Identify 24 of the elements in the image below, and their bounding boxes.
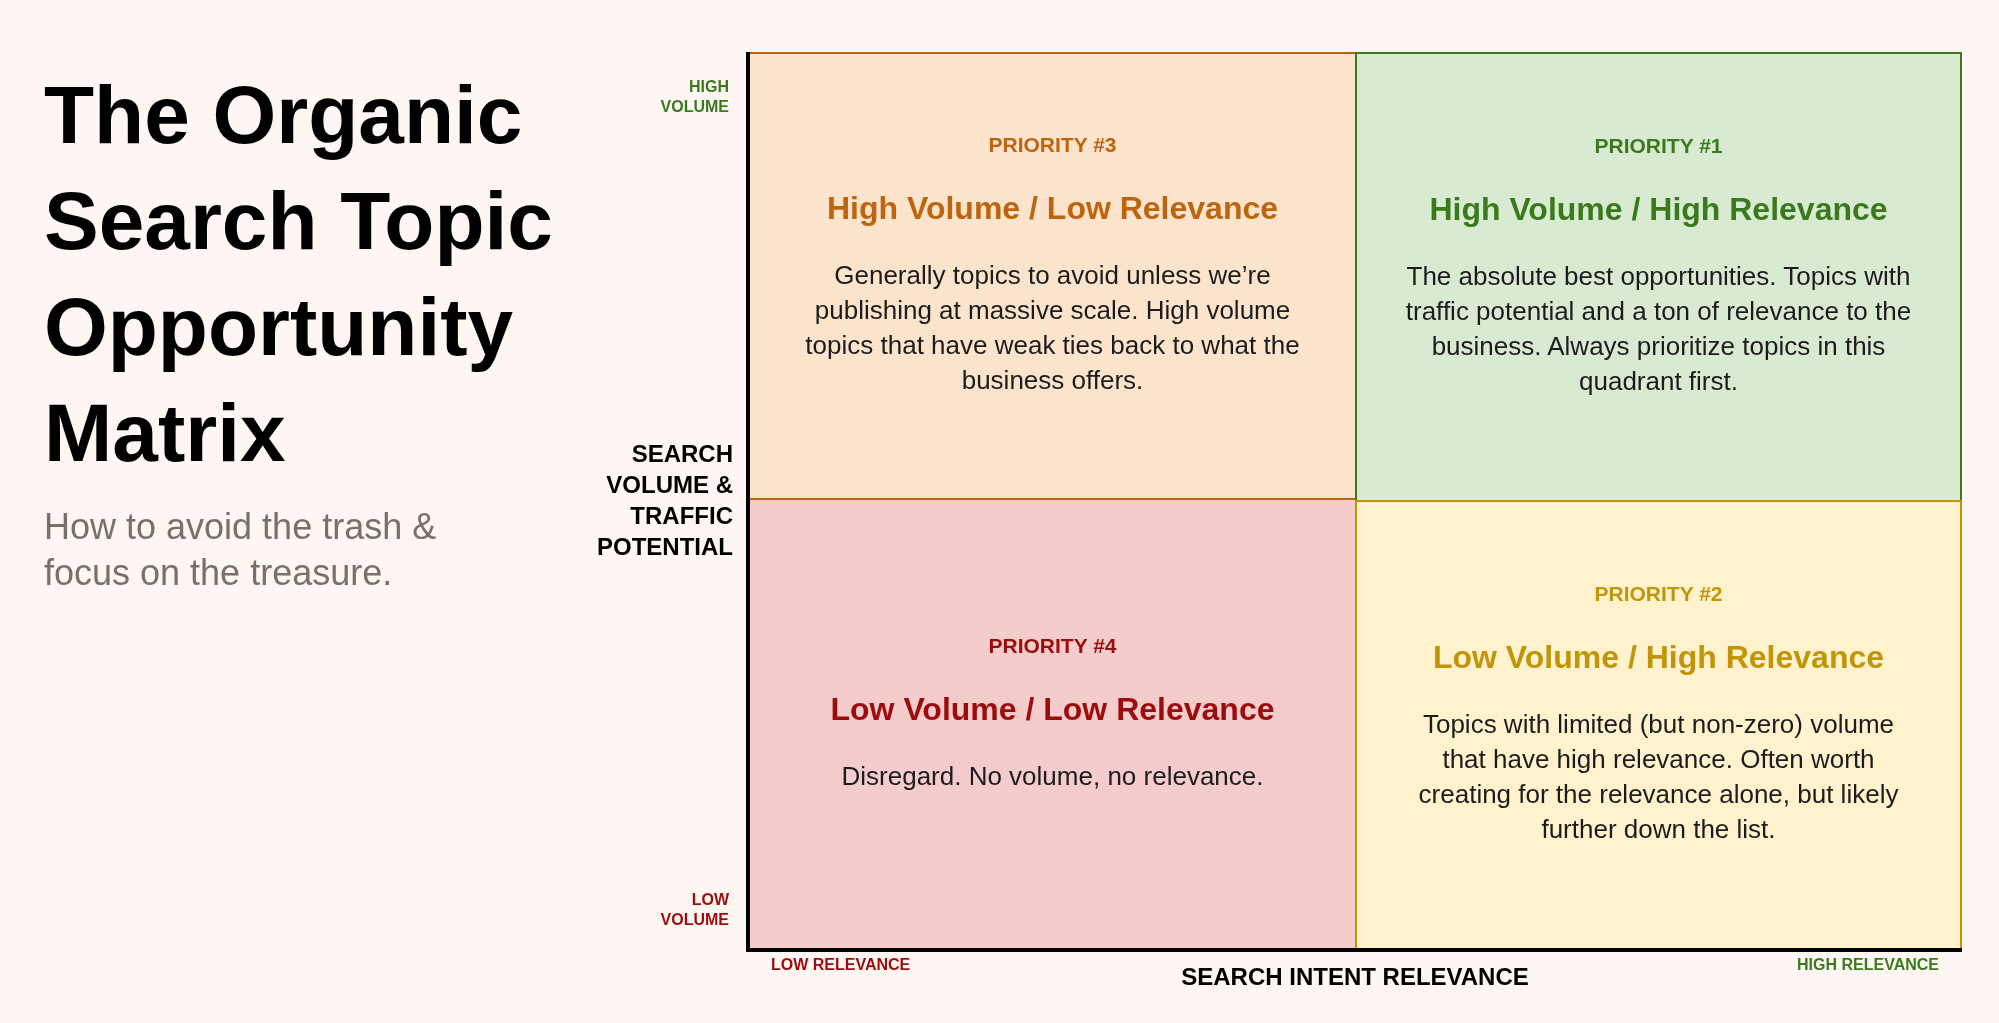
- title: The Organic Search Topic Opportunity Matrix: [44, 68, 554, 480]
- axis-end-label: LOW RELEVANCE: [771, 955, 911, 975]
- quadrant-box: [1355, 500, 1962, 948]
- axis-end-label: LOW VOLUME: [660, 890, 729, 930]
- quadrant-description: Disregard. No volume, no relevance.: [841, 759, 1264, 793]
- subtitle: How to avoid the trash & focus on the treasure.: [44, 505, 438, 595]
- quadrant-box: [1355, 52, 1962, 500]
- quadrant-description: Topics with limited (but non-zero) volume that have high relevance. Often worth creating for the relevance alone, but likely further down the list.: [1417, 708, 1900, 846]
- quadrant-heading: High Volume / High Relevance: [1429, 190, 1888, 229]
- priority-label: PRIORITY #1: [1594, 133, 1723, 159]
- axis-title: SEARCH INTENT RELEVANCE: [1181, 962, 1529, 992]
- quadrant-heading: High Volume / Low Relevance: [826, 189, 1279, 228]
- axis-end-label: HIGH VOLUME: [660, 77, 729, 117]
- priority-label: PRIORITY #3: [988, 132, 1117, 158]
- quadrant-heading: Low Volume / High Relevance: [1432, 638, 1885, 677]
- axis-title: SEARCH VOLUME & TRAFFIC POTENTIAL: [596, 439, 733, 562]
- priority-label: PRIORITY #2: [1594, 581, 1723, 607]
- quadrant-box: [750, 500, 1355, 948]
- axis-end-label: HIGH RELEVANCE: [1797, 955, 1939, 975]
- quadrant-description: The absolute best opportunities. Topics with traffic potential and a ton of relevance to the business. Always prioritize topics in this quadrant first.: [1404, 260, 1913, 398]
- quadrant-box: [750, 52, 1355, 500]
- quadrant-heading: Low Volume / Low Relevance: [830, 689, 1275, 729]
- priority-label: PRIORITY #4: [988, 632, 1117, 659]
- quadrant-description: Generally topics to avoid unless we’re publishing at massive scale. High volume topics that have weak ties back to what the business offers.: [804, 259, 1301, 397]
